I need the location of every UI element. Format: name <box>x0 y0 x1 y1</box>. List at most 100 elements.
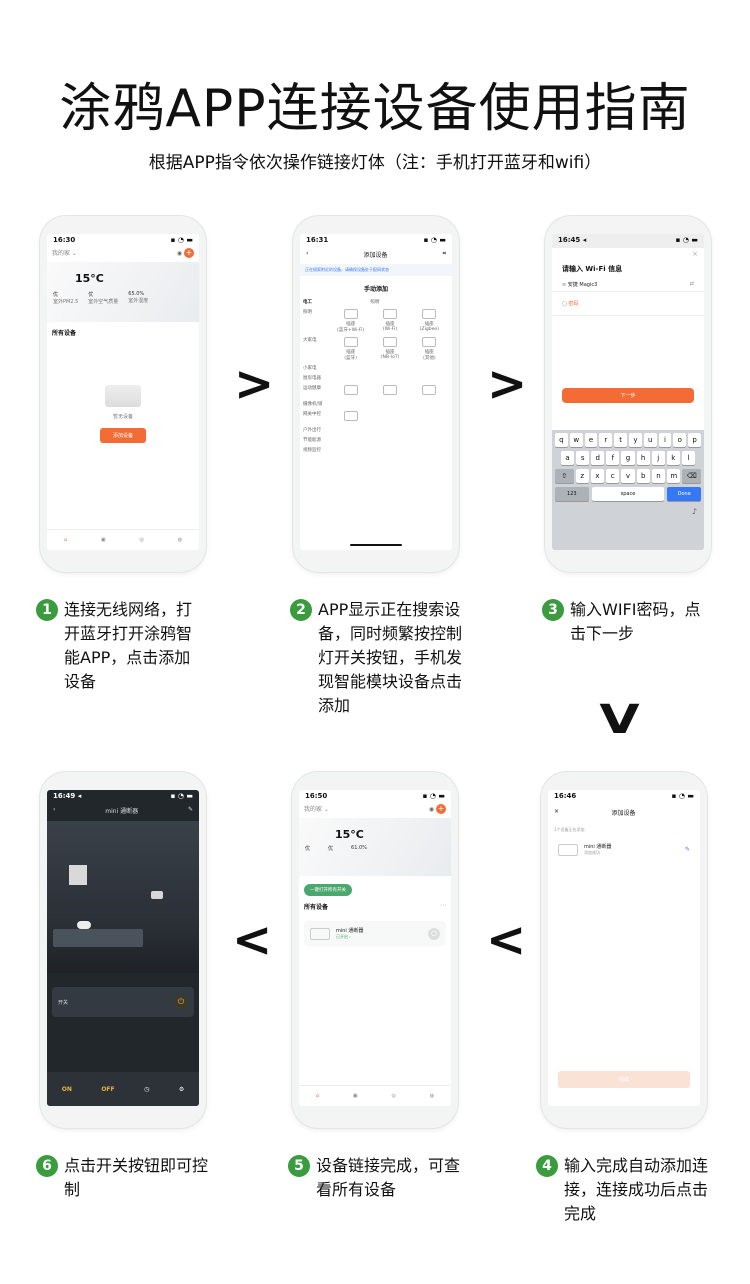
power-toggle-icon[interactable]: ⏻ <box>428 927 440 940</box>
back-icon[interactable]: ‹ <box>53 806 56 813</box>
power-button-icon[interactable]: ⏻ <box>174 995 188 1009</box>
on-button[interactable]: ON <box>61 1085 72 1093</box>
home-tab-icon[interactable]: ⌂ <box>63 537 68 543</box>
key-r[interactable]: r <box>599 433 613 447</box>
key-h[interactable]: h <box>636 451 650 465</box>
scene-tab-icon[interactable]: ▣ <box>100 537 106 543</box>
add-device-button[interactable]: 添加设备 <box>100 428 146 443</box>
status-time: 16:45 ◂ <box>558 236 587 244</box>
switch-icon <box>422 385 437 395</box>
open-all-button[interactable]: 一键打开所有开关 <box>304 884 352 896</box>
key-t[interactable]: t <box>614 433 627 447</box>
category-energy[interactable]: 节能能源 <box>303 438 321 443</box>
settings-icon[interactable]: ⚙ <box>178 1085 185 1093</box>
key-x[interactable]: x <box>590 469 605 483</box>
category-health[interactable]: 运动健康 <box>303 386 321 391</box>
done-key[interactable]: Done <box>667 487 701 501</box>
key-k[interactable]: k <box>666 451 680 465</box>
backspace-key-icon[interactable]: ⌫ <box>682 469 701 483</box>
smart-tab-icon[interactable]: ◎ <box>139 537 144 543</box>
close-icon[interactable]: × <box>554 808 560 815</box>
device-socket-wifi[interactable]: 插座 (Wi-Fi) <box>370 309 409 333</box>
step-text: 连接无线网络，打开蓝牙打开涂鸦智能APP，点击添加设备 <box>64 600 193 691</box>
key-o[interactable]: o <box>673 433 687 447</box>
key-f[interactable]: f <box>606 451 620 465</box>
category-big-appliance[interactable]: 大家电 <box>303 338 317 343</box>
mic-icon[interactable]: ◉ <box>428 806 435 813</box>
close-icon[interactable]: × <box>692 250 698 258</box>
back-icon[interactable]: ‹ <box>306 250 309 257</box>
add-icon[interactable]: + <box>436 804 446 814</box>
edit-name-icon[interactable]: ✎ <box>684 846 690 853</box>
category-lighting[interactable]: 照明 <box>303 310 312 315</box>
device-socket-zigbee[interactable]: 插座 (Zigbee) <box>410 309 449 333</box>
finish-button[interactable]: 完成 <box>558 1071 690 1088</box>
shift-key-icon[interactable]: ⇧ <box>555 469 574 483</box>
device-switch-1[interactable] <box>331 385 370 397</box>
timer-icon[interactable]: ◷ <box>144 1085 150 1093</box>
device-card[interactable]: mini 通断器 已开启 › ⏻ <box>304 921 446 946</box>
key-u[interactable]: u <box>643 433 657 447</box>
key-w[interactable]: w <box>569 433 583 447</box>
me-tab-icon[interactable]: ◍ <box>429 1093 435 1099</box>
key-b[interactable]: b <box>636 469 650 483</box>
scan-icon[interactable]: ⌗ <box>442 250 446 257</box>
off-button[interactable]: OFF <box>101 1085 115 1093</box>
device-switch-3[interactable] <box>410 385 449 397</box>
device-label: 插座 (蓝牙+Wi-Fi) <box>337 322 365 333</box>
category-small-appliance[interactable]: 小家电 <box>303 366 317 371</box>
category-outdoor[interactable]: 户外出行 <box>303 428 321 433</box>
key-l[interactable]: l <box>681 451 695 465</box>
status-icons: ▪ ◔ ▬ <box>170 792 193 800</box>
key-q[interactable]: q <box>555 433 568 447</box>
numbers-key[interactable]: 123 <box>555 487 589 501</box>
device-switch-2[interactable] <box>370 385 409 397</box>
key-n[interactable]: n <box>651 469 666 483</box>
category-kitchen[interactable]: 厨房电器 <box>303 376 321 381</box>
device-socket-ble-wifi[interactable]: 插座 (蓝牙+Wi-Fi) <box>331 309 370 333</box>
space-key[interactable]: space <box>591 487 665 501</box>
scene-tab-icon[interactable]: ▣ <box>352 1093 358 1099</box>
mic-icon[interactable]: ◉ <box>176 250 183 257</box>
key-v[interactable]: v <box>621 469 635 483</box>
key-z[interactable]: z <box>575 469 589 483</box>
smart-tab-icon[interactable]: ◎ <box>391 1093 396 1099</box>
key-g[interactable]: g <box>621 451 635 465</box>
edit-icon[interactable]: ✎ <box>187 806 193 813</box>
status-icons: ▪ ◔ ▬ <box>170 236 193 244</box>
manual-add-title: 手动添加 <box>363 286 388 293</box>
tab-lighting[interactable]: 照明 <box>370 300 380 305</box>
phone-step-4: 16:46▪ ◔ ▬ × 添加设备 1个设备正在添加 mini 通断器 添加成功… <box>541 772 707 1128</box>
key-p[interactable]: p <box>688 433 701 447</box>
category-video[interactable]: 视频监控 <box>303 448 321 453</box>
category-electric[interactable]: 电工 <box>303 300 312 305</box>
home-selector[interactable]: 我的家 ⌄ <box>52 250 77 257</box>
key-y[interactable]: y <box>629 433 642 447</box>
key-d[interactable]: d <box>591 451 605 465</box>
key-c[interactable]: c <box>606 469 620 483</box>
home-tab-icon[interactable]: ⌂ <box>315 1093 320 1099</box>
arrow-right-2: > <box>487 356 528 412</box>
add-icon[interactable]: + <box>184 248 194 258</box>
mic-icon[interactable]: ♪ <box>691 507 697 516</box>
key-m[interactable]: m <box>667 469 681 483</box>
section-all-devices: 所有设备 <box>52 330 77 337</box>
device-socket-ble[interactable]: 插座 (蓝牙) <box>331 337 370 361</box>
key-i[interactable]: i <box>658 433 672 447</box>
next-button[interactable]: 下一步 <box>562 388 694 403</box>
device-socket-other[interactable]: 插座 (其他) <box>410 337 449 361</box>
key-j[interactable]: j <box>651 451 665 465</box>
key-e[interactable]: e <box>584 433 598 447</box>
device-switch-4[interactable] <box>331 411 370 423</box>
home-selector[interactable]: 我的家 ⌄ <box>304 806 329 813</box>
category-camera[interactable]: 摄像机/锁 <box>303 402 323 407</box>
phone-step-1: 16:30▪ ◔ ▬ 我的家 ⌄ ◉ + 15°C 优室外PM2.5 优室外空气… <box>40 216 206 572</box>
me-tab-icon[interactable]: ◍ <box>177 537 183 543</box>
switch-network-icon[interactable]: ⇄ <box>689 281 694 287</box>
more-icon[interactable]: ⋯ <box>440 902 446 909</box>
password-input[interactable]: 密码 <box>568 301 579 307</box>
category-gateway[interactable]: 网关中控 <box>303 412 321 417</box>
key-a[interactable]: a <box>561 451 575 465</box>
device-socket-nbiot[interactable]: 插座 (NB-IoT) <box>370 337 409 361</box>
key-s[interactable]: s <box>576 451 590 465</box>
